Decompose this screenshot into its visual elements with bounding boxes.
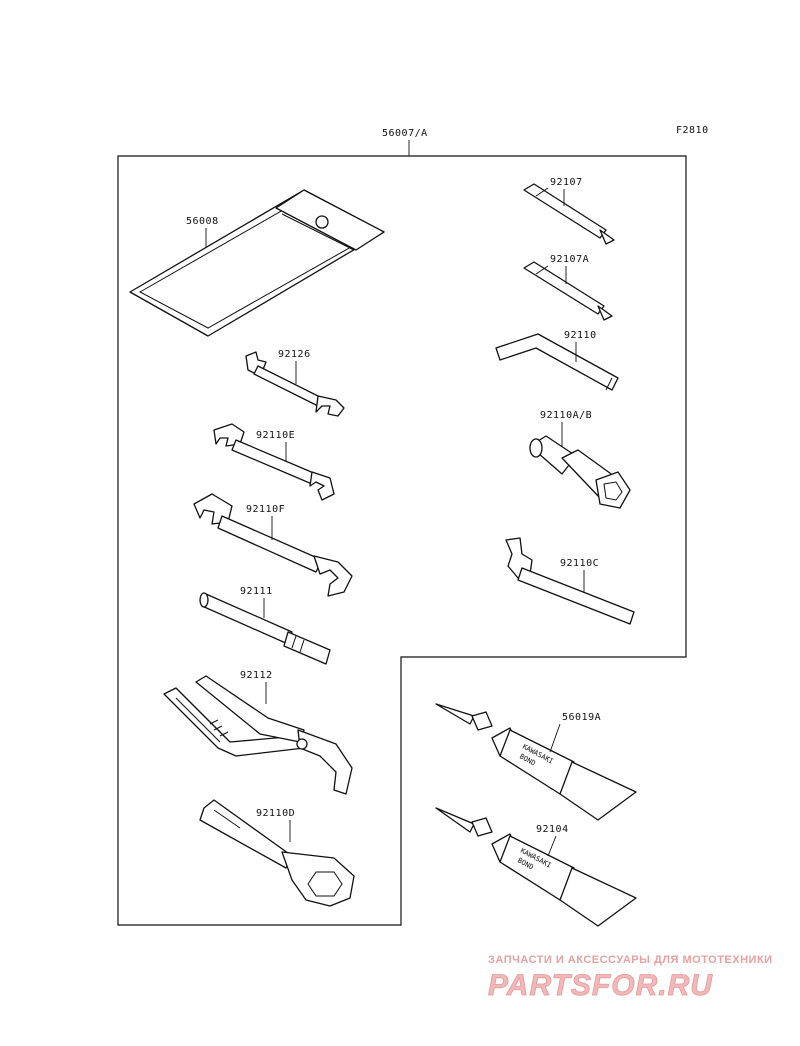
medium-wrench-label: 92110E [256, 430, 295, 441]
tool-roll-part[interactable] [129, 189, 385, 337]
tool-roll-label: 56008 [186, 216, 219, 227]
small-wrench-part[interactable] [245, 351, 345, 417]
socket-part[interactable] [529, 435, 631, 509]
handle-label: 92111 [240, 586, 273, 597]
bond-tube-2-label: 92104 [536, 824, 569, 835]
hex-key-part[interactable] [495, 333, 619, 391]
bond-tube-2-leader [547, 835, 557, 857]
small-wrench-label: 92126 [278, 349, 311, 360]
bond-tube-1-label: 56019A [562, 712, 601, 723]
pliers-label: 92112 [240, 670, 273, 681]
bond-tube-1-leader [549, 723, 561, 753]
ring-wrench-label: 92110D [256, 808, 295, 819]
large-wrench-part[interactable] [193, 493, 353, 597]
handle-part[interactable] [199, 592, 331, 665]
ring-wrench-part[interactable] [199, 799, 355, 907]
hex-key-label: 92110 [564, 330, 597, 341]
hook-spanner-label: 92110C [560, 558, 599, 569]
figure-code: F2810 [676, 125, 709, 136]
bond-tube-2-part[interactable]: KAWASAKI BOND [435, 807, 637, 927]
assembly-label: 56007/A [382, 128, 428, 139]
screwdriver-bit-1-label: 92107 [550, 177, 583, 188]
pliers-part[interactable] [163, 675, 353, 795]
screwdriver-bit-2-label: 92107A [550, 254, 589, 265]
watermark-tagline: ЗАПЧАСТИ И АКСЕССУАРЫ ДЛЯ МОТОТЕХНИКИ [488, 954, 773, 966]
medium-wrench-part[interactable] [213, 423, 335, 501]
screwdriver-bit-2-part[interactable] [523, 261, 613, 321]
bond-tube-1-part[interactable]: KAWASAKI BOND [435, 703, 637, 821]
watermark-brand: PARTSFOR.RU [488, 969, 713, 1002]
screwdriver-bit-1-part[interactable] [523, 183, 615, 245]
socket-label: 92110A/B [540, 410, 592, 421]
hook-spanner-part[interactable] [505, 537, 635, 625]
large-wrench-label: 92110F [246, 504, 285, 515]
kit-frame [117, 155, 687, 926]
